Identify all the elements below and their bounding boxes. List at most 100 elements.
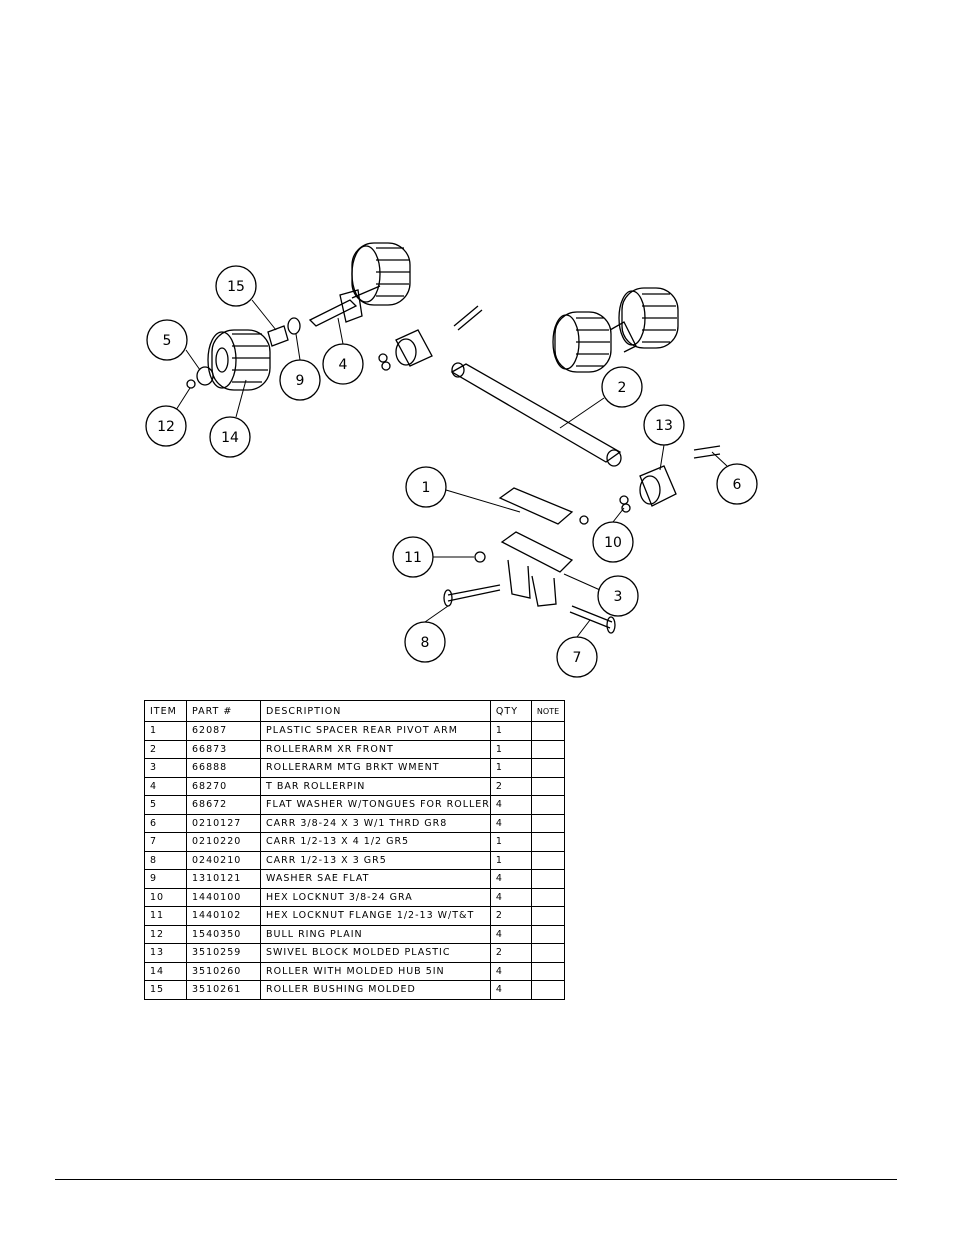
callout-label: 12 (157, 419, 175, 435)
cell-item: 8 (144, 850, 187, 870)
cell-part: 68270 (186, 776, 261, 796)
cell-description: ROLLERARM XR FRONT (260, 739, 491, 759)
callout-3 (597, 575, 639, 617)
cell-note (530, 850, 565, 870)
cell-qty: 1 (489, 721, 532, 741)
cell-item: 15 (144, 980, 187, 1000)
cell-description: SWIVEL BLOCK MOLDED PLASTIC (260, 943, 491, 963)
cell-description: T BAR ROLLERPIN (260, 776, 491, 796)
cell-note (530, 924, 565, 944)
cell-item: 4 (144, 776, 187, 796)
callout-label: 4 (339, 357, 348, 373)
cell-part: 3510260 (186, 961, 261, 981)
cell-part: 0210127 (186, 813, 261, 833)
callout-label: 5 (163, 333, 172, 349)
callout-label: 10 (604, 535, 622, 551)
cell-qty: 2 (489, 943, 532, 963)
cell-part: 1540350 (186, 924, 261, 944)
callout-label: 8 (421, 635, 430, 651)
callout-11 (392, 536, 434, 578)
mtg-bracket-3 (500, 531, 574, 607)
callout-label: 7 (573, 650, 582, 666)
cell-qty: 4 (489, 869, 532, 889)
roller-bushing-15 (267, 325, 289, 347)
cell-description: PLASTIC SPACER REAR PIVOT ARM (260, 721, 491, 741)
callout-6 (716, 463, 758, 505)
cell-qty: 1 (489, 758, 532, 778)
cell-qty: 4 (489, 813, 532, 833)
cell-note (530, 739, 565, 759)
cell-note (530, 869, 565, 889)
cell-note (530, 832, 565, 852)
callout-label: 9 (296, 373, 305, 389)
cell-qty: 1 (489, 850, 532, 870)
swivel-block-13 (639, 465, 677, 507)
cell-note (530, 776, 565, 796)
cell-qty: 4 (489, 924, 532, 944)
cell-qty: 2 (489, 906, 532, 926)
callout-label: 3 (614, 589, 623, 605)
cell-item: 11 (144, 906, 187, 926)
cell-description: FLAT WASHER W/TONGUES FOR ROLLER (260, 795, 491, 815)
callout-label: 11 (404, 550, 422, 566)
cell-description: WASHER SAE FLAT (260, 869, 491, 889)
cell-part: 3510261 (186, 980, 261, 1000)
cell-description: CARR 1/2-13 X 4 1/2 GR5 (260, 832, 491, 852)
cell-qty: 4 (489, 980, 532, 1000)
cell-description: BULL RING PLAIN (260, 924, 491, 944)
cell-part: 0240210 (186, 850, 261, 870)
callout-14 (209, 416, 251, 458)
cell-note (530, 813, 565, 833)
cell-description: CARR 1/2-13 X 3 GR5 (260, 850, 491, 870)
washer-5 (196, 366, 214, 386)
header-item: ITEM (144, 700, 187, 722)
roller-right-front (552, 311, 612, 373)
cell-part: 66888 (186, 758, 261, 778)
header-note: NOTE (530, 700, 565, 722)
callout-9 (279, 359, 321, 401)
callout-1 (405, 466, 447, 508)
cell-qty: 4 (489, 795, 532, 815)
cell-description: ROLLERARM MTG BRKT WMENT (260, 758, 491, 778)
cell-item: 12 (144, 924, 187, 944)
cell-part: 1440100 (186, 887, 261, 907)
footer-divider (55, 1179, 897, 1180)
bull-ring-12 (186, 379, 196, 389)
cell-part: 3510259 (186, 943, 261, 963)
cell-description: HEX LOCKNUT 3/8-24 GRA (260, 887, 491, 907)
cell-description: HEX LOCKNUT FLANGE 1/2-13 W/T&T (260, 906, 491, 926)
callout-4 (322, 343, 364, 385)
cell-item: 5 (144, 795, 187, 815)
header-description: DESCRIPTION (260, 700, 491, 722)
cell-item: 9 (144, 869, 187, 889)
cell-item: 7 (144, 832, 187, 852)
cell-item: 6 (144, 813, 187, 833)
cell-description: ROLLER BUSHING MOLDED (260, 980, 491, 1000)
cell-item: 3 (144, 758, 187, 778)
rollerarm-front-2 (450, 362, 622, 467)
cell-part: 1310121 (186, 869, 261, 889)
cell-qty: 2 (489, 776, 532, 796)
washer-9 (287, 317, 301, 335)
swivel-block-top (395, 329, 433, 367)
roller-upper-left (351, 242, 411, 306)
cell-item: 14 (144, 961, 187, 981)
cell-qty: 4 (489, 887, 532, 907)
cell-note (530, 980, 565, 1000)
plastic-spacer-1 (498, 487, 574, 525)
exploded-parts-diagram: 15 5 9 4 12 14 2 13 6 1 10 11 3 8 7 (145, 242, 758, 678)
cell-description: CARR 3/8-24 X 3 W/1 THRD GR8 (260, 813, 491, 833)
